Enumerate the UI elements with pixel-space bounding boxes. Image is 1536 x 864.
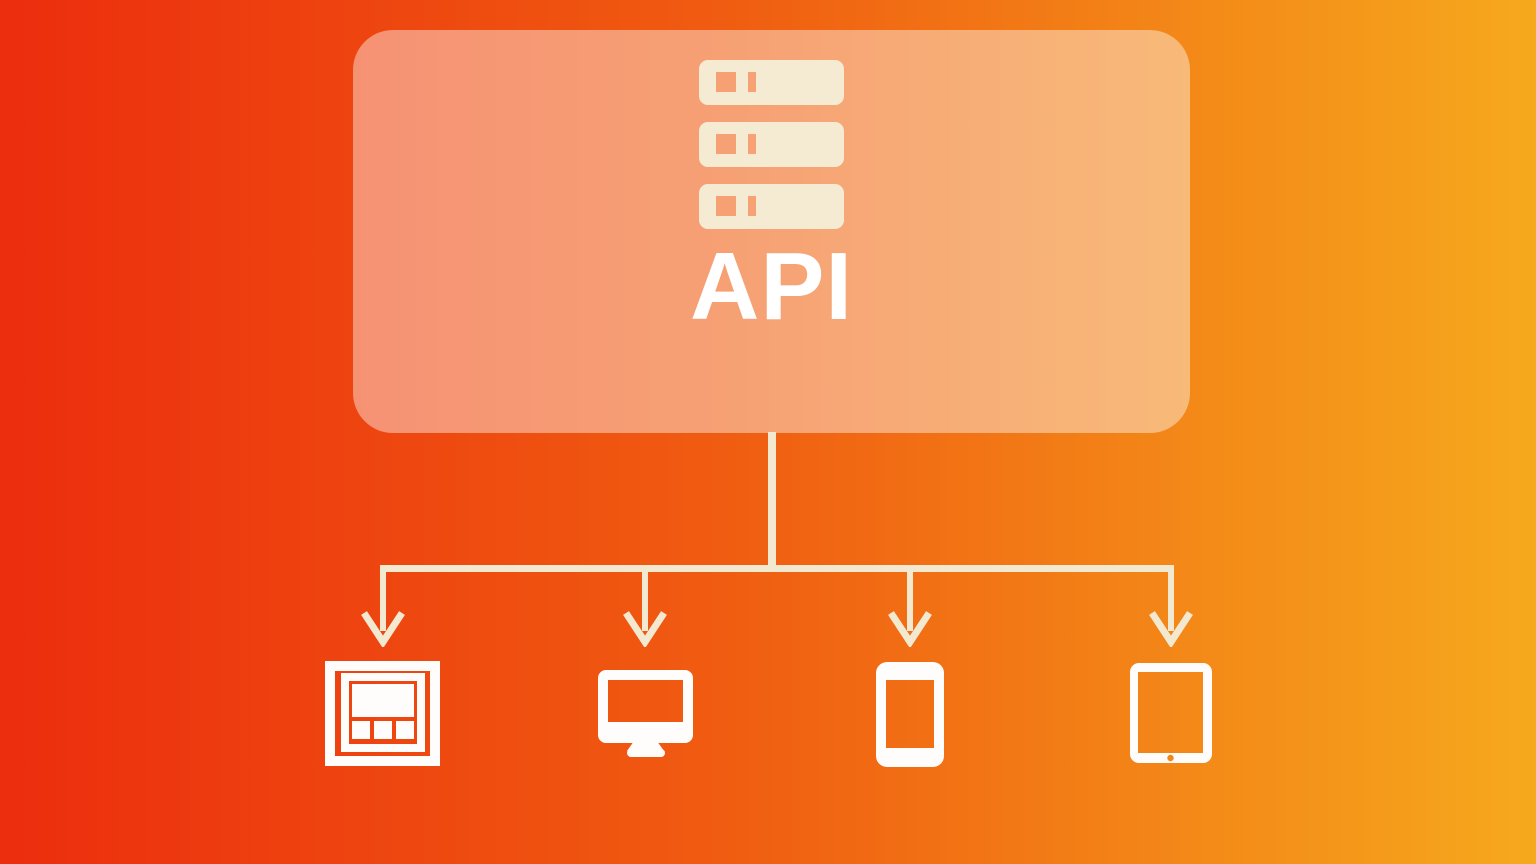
arrow-down-icon: [623, 611, 667, 647]
connector-trunk: [768, 432, 776, 570]
connector-drop-web: [380, 565, 386, 631]
connector-drop-tablet: [1168, 565, 1174, 631]
arrow-down-icon: [1149, 611, 1193, 647]
monitor-icon: [598, 670, 693, 757]
browser-icon: [325, 661, 440, 766]
arrow-down-icon: [361, 611, 405, 647]
connector-drop-desktop: [642, 565, 648, 631]
arrow-down-icon: [888, 611, 932, 647]
api-node-label: API: [689, 233, 854, 340]
connector-drop-mobile: [907, 565, 913, 631]
connector-branch-line: [380, 565, 1174, 572]
smartphone-icon: [876, 662, 944, 767]
tablet-icon: [1130, 663, 1212, 763]
server-stack-icon: [699, 60, 844, 229]
api-node-box: API: [353, 30, 1190, 433]
